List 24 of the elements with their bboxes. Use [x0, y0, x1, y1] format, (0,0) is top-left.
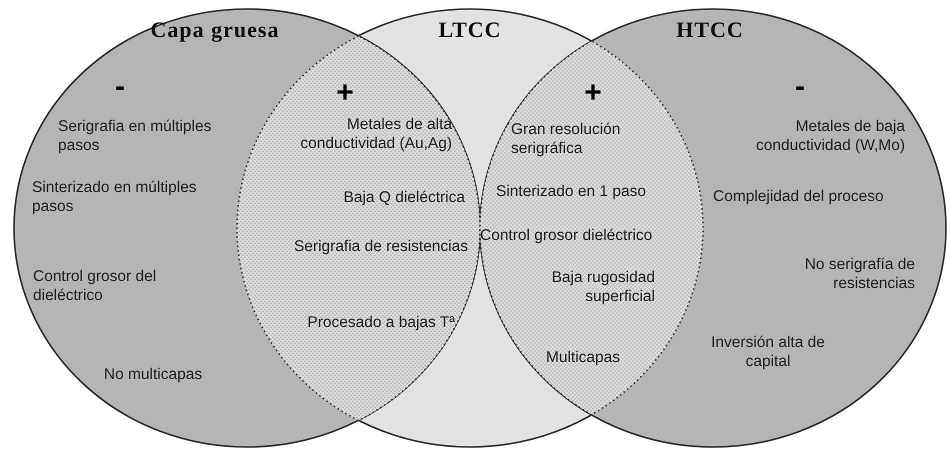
feature-text: Gran resolución serigráfica	[511, 120, 622, 158]
feature-text: Control grosor del dieléctrico	[33, 267, 158, 305]
feature-text: Metales de baja conductividad (W,Mo)	[754, 117, 905, 155]
feature-text: Metales de alta conductividad (Au,Ag)	[299, 114, 452, 153]
sign-symbol: +	[335, 78, 355, 108]
feature-text: Inversión alta de capital	[710, 333, 826, 371]
sign-symbol: -	[114, 72, 126, 102]
feature-text: Sinterizado en 1 paso	[496, 182, 647, 201]
feature-text: No serigrafía de resistencias	[804, 255, 915, 293]
feature-text: Baja Q dieléctrica	[342, 188, 465, 207]
feature-text: Baja rugosidad superficial	[550, 268, 655, 306]
circle-title: Capa gruesa	[150, 17, 280, 43]
feature-text: Multicapas	[544, 348, 622, 367]
feature-text: Control grosor dieléctrico	[480, 226, 654, 245]
sign-symbol: -	[794, 72, 806, 102]
feature-text: Procesado a bajas Tª	[306, 312, 455, 332]
circle-title: HTCC	[675, 17, 745, 43]
feature-text: Serigrafia de resistencias	[292, 236, 468, 256]
circle-title: LTCC	[437, 17, 503, 43]
feature-text: No multicapas	[102, 365, 204, 384]
sign-symbol: +	[583, 78, 603, 108]
feature-text: Serigrafia en múltiples pasos	[58, 117, 212, 155]
feature-text: Sinterizado en múltiples pasos	[32, 178, 198, 216]
feature-text: Complejidad del proceso	[713, 187, 885, 206]
